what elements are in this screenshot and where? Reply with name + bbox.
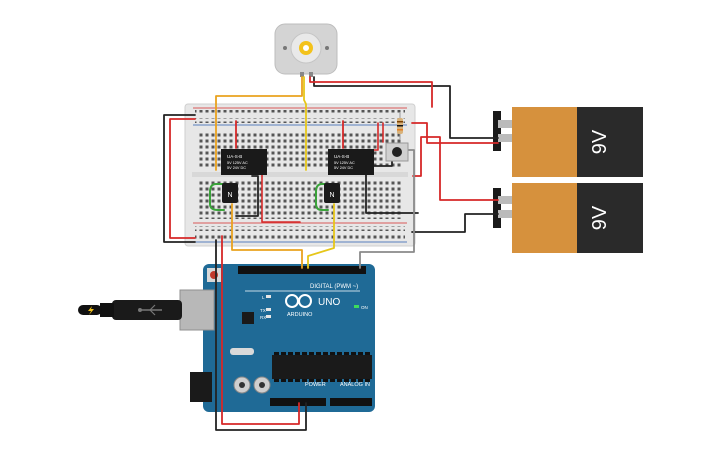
wire-green-transistor-left[interactable] xyxy=(209,183,230,211)
motor-icon xyxy=(299,41,313,55)
wire-orange-signal-left[interactable] xyxy=(231,203,303,269)
dc-motor[interactable] xyxy=(274,23,338,77)
relay-right-line2: 5V 125V AC xyxy=(334,161,355,165)
infinity-logo-icon xyxy=(285,294,312,308)
relay-left-line3: 5V 24V DC xyxy=(227,166,246,170)
wire-yellow-signal-right[interactable] xyxy=(307,203,335,269)
wire-red-5v[interactable] xyxy=(221,235,300,425)
wire-red-rail-left[interactable] xyxy=(169,118,196,239)
uno-label: UNO xyxy=(318,297,340,308)
battery-top[interactable]: 9V xyxy=(493,107,643,177)
transistor-right-label: N xyxy=(329,192,334,199)
relay-right-line1: UA-S-B xyxy=(334,154,349,159)
rx-label: RX xyxy=(260,315,266,320)
battery-bottom-label: 9V xyxy=(589,205,611,230)
l-label: L xyxy=(262,295,265,300)
breadboard xyxy=(184,103,416,247)
relay-left-line2: 5V 125V AC xyxy=(227,161,248,165)
wire-gray-button-signal[interactable] xyxy=(359,149,415,269)
relay-right-line3: 5V 24V DC xyxy=(334,166,353,170)
relay-right[interactable]: UA-S-B 5V 125V AC 5V 24V DC xyxy=(328,149,374,175)
wire-black-battery-top[interactable] xyxy=(313,76,499,139)
wire-black-relay-left[interactable] xyxy=(235,175,259,217)
wiring xyxy=(163,76,499,431)
wire-red-battery-bottom[interactable] xyxy=(412,136,499,201)
wire-black-rail-left[interactable] xyxy=(163,114,196,243)
digital-label: DIGITAL (PWM ~) xyxy=(310,284,358,290)
battery-bottom[interactable]: 9V xyxy=(493,183,643,253)
transistor-left[interactable]: N xyxy=(222,183,238,203)
relay-left-line1: UA-S-B xyxy=(227,154,242,159)
wire-black-ground[interactable] xyxy=(215,239,307,431)
wire-yellow-motor[interactable] xyxy=(303,76,307,171)
analog-label: ANALOG IN xyxy=(340,382,370,388)
wire-orange-motor[interactable] xyxy=(215,76,303,171)
push-button[interactable] xyxy=(385,142,409,162)
relay-left[interactable]: UA-S-B 5V 125V AC 5V 24V DC xyxy=(221,149,267,175)
tx-label: TX xyxy=(260,308,266,313)
wire-red-relay-left-out[interactable] xyxy=(261,174,301,223)
lightning-icon xyxy=(88,306,94,315)
wire-red-motor[interactable] xyxy=(309,76,433,108)
usb-cable[interactable] xyxy=(78,300,182,320)
wire-black-battery-bottom[interactable] xyxy=(411,213,499,233)
power-label: POWER xyxy=(305,382,326,388)
wire-green-transistor-right[interactable] xyxy=(315,183,331,211)
brand-label: ARDUINO xyxy=(287,312,313,318)
battery-top-label: 9V xyxy=(589,129,611,154)
on-label: ON xyxy=(361,305,368,310)
transistor-right[interactable]: N xyxy=(324,183,340,203)
usb-plug-icon xyxy=(138,304,162,316)
wire-red-battery-top[interactable] xyxy=(411,122,499,144)
resistor[interactable] xyxy=(397,112,403,140)
arduino-board[interactable]: DIGITAL (PWM ~) ARDUINO UNO L TX RX ON P… xyxy=(179,264,375,412)
transistor-left-label: N xyxy=(227,192,232,199)
